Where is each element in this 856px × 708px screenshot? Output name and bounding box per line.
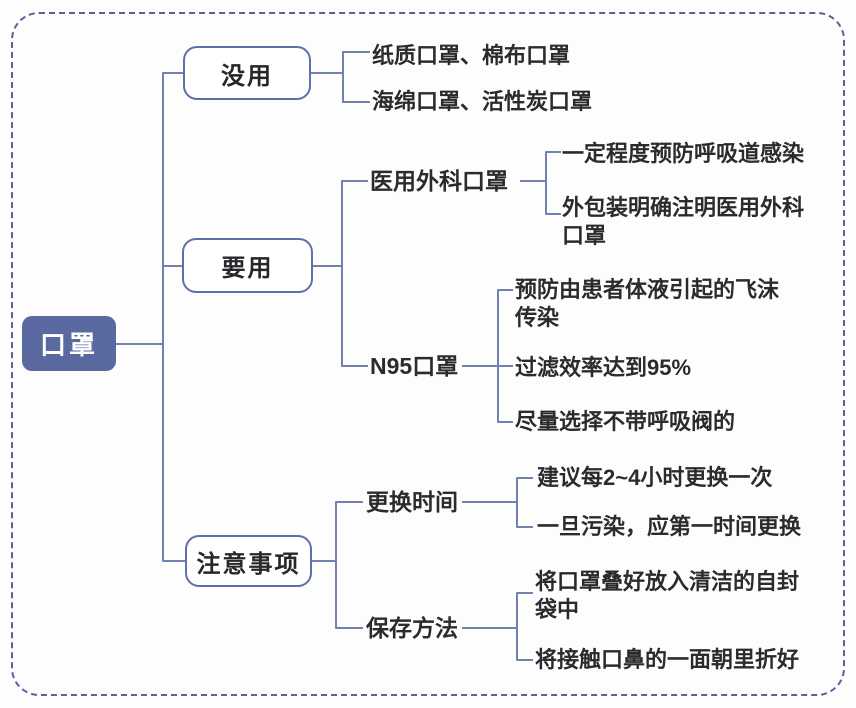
- leaf-choose-no-valve: 尽量选择不带呼吸阀的: [515, 409, 736, 434]
- leaf-filter-efficiency-95: 过滤效率达到95%: [515, 355, 692, 380]
- branch-node-useless-label: 没用: [221, 62, 273, 90]
- leaf-paper-cotton-mask: 纸质口罩、棉布口罩: [372, 43, 571, 68]
- leaf-fold-into-ziplock-bag: 将口罩叠好放入清洁的自封 袋中: [535, 569, 800, 622]
- dashed-border-frame: [11, 12, 845, 696]
- leaf-replace-every-2-4-hours: 建议每2~4小时更换一次: [537, 465, 773, 490]
- sub-node-n95-mask: N95口罩: [370, 353, 459, 379]
- leaf-prevent-droplet-transmission: 预防由患者体液引起的飞沫 传染: [515, 277, 780, 330]
- branch-node-should-use: 要用: [182, 238, 313, 293]
- branch-node-useless: 没用: [183, 46, 311, 100]
- leaf-prevent-respiratory-infection: 一定程度预防呼吸道感染: [562, 141, 805, 166]
- branch-node-precautions-label: 注意事项: [196, 550, 301, 578]
- sub-node-storage-method: 保存方法: [366, 615, 458, 641]
- leaf-packaging-labeled-surgical: 外包装明确注明医用外科 口罩: [562, 195, 805, 248]
- sub-node-replacement-time: 更换时间: [366, 489, 458, 515]
- sub-node-surgical-mask: 医用外科口罩: [370, 168, 508, 194]
- branch-node-precautions: 注意事项: [185, 535, 312, 587]
- root-node-mask: 口罩: [22, 316, 116, 371]
- branch-node-should-use-label: 要用: [221, 255, 274, 282]
- leaf-replace-if-contaminated: 一旦污染，应第一时间更换: [537, 514, 802, 539]
- leaf-fold-inward-face-side: 将接触口鼻的一面朝里折好: [535, 647, 800, 672]
- leaf-sponge-charcoal-mask: 海绵口罩、活性炭口罩: [372, 89, 593, 114]
- root-node-label: 口罩: [39, 330, 98, 360]
